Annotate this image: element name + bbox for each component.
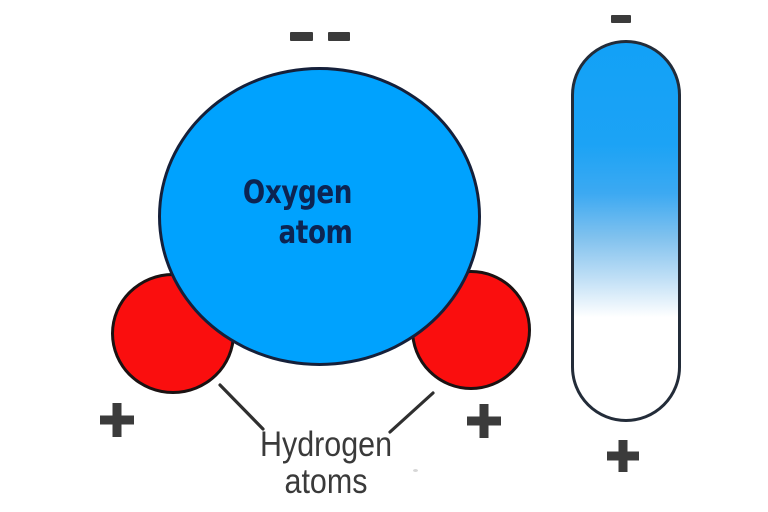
plus-sign-icon (607, 440, 639, 472)
oxygen-atom-circle: Oxygen atom (158, 67, 481, 366)
plus-sign-icon (100, 403, 134, 437)
hydrogen-label-line2: atoms (284, 462, 368, 501)
oxygen-label-line2: atom (278, 213, 353, 251)
hydrogen-atoms-label: Hydrogen atoms (213, 426, 439, 500)
minus-sign-icon (611, 15, 631, 23)
dipole-capsule (571, 40, 681, 422)
hydrogen-label-line1: Hydrogen (259, 425, 393, 464)
artifact-speck (413, 469, 418, 472)
plus-sign-icon (467, 404, 501, 438)
minus-sign-icon (328, 32, 350, 41)
leader-line-left (218, 383, 265, 431)
oxygen-label-line1: Oxygen (242, 173, 353, 211)
minus-sign-icon (290, 32, 313, 41)
